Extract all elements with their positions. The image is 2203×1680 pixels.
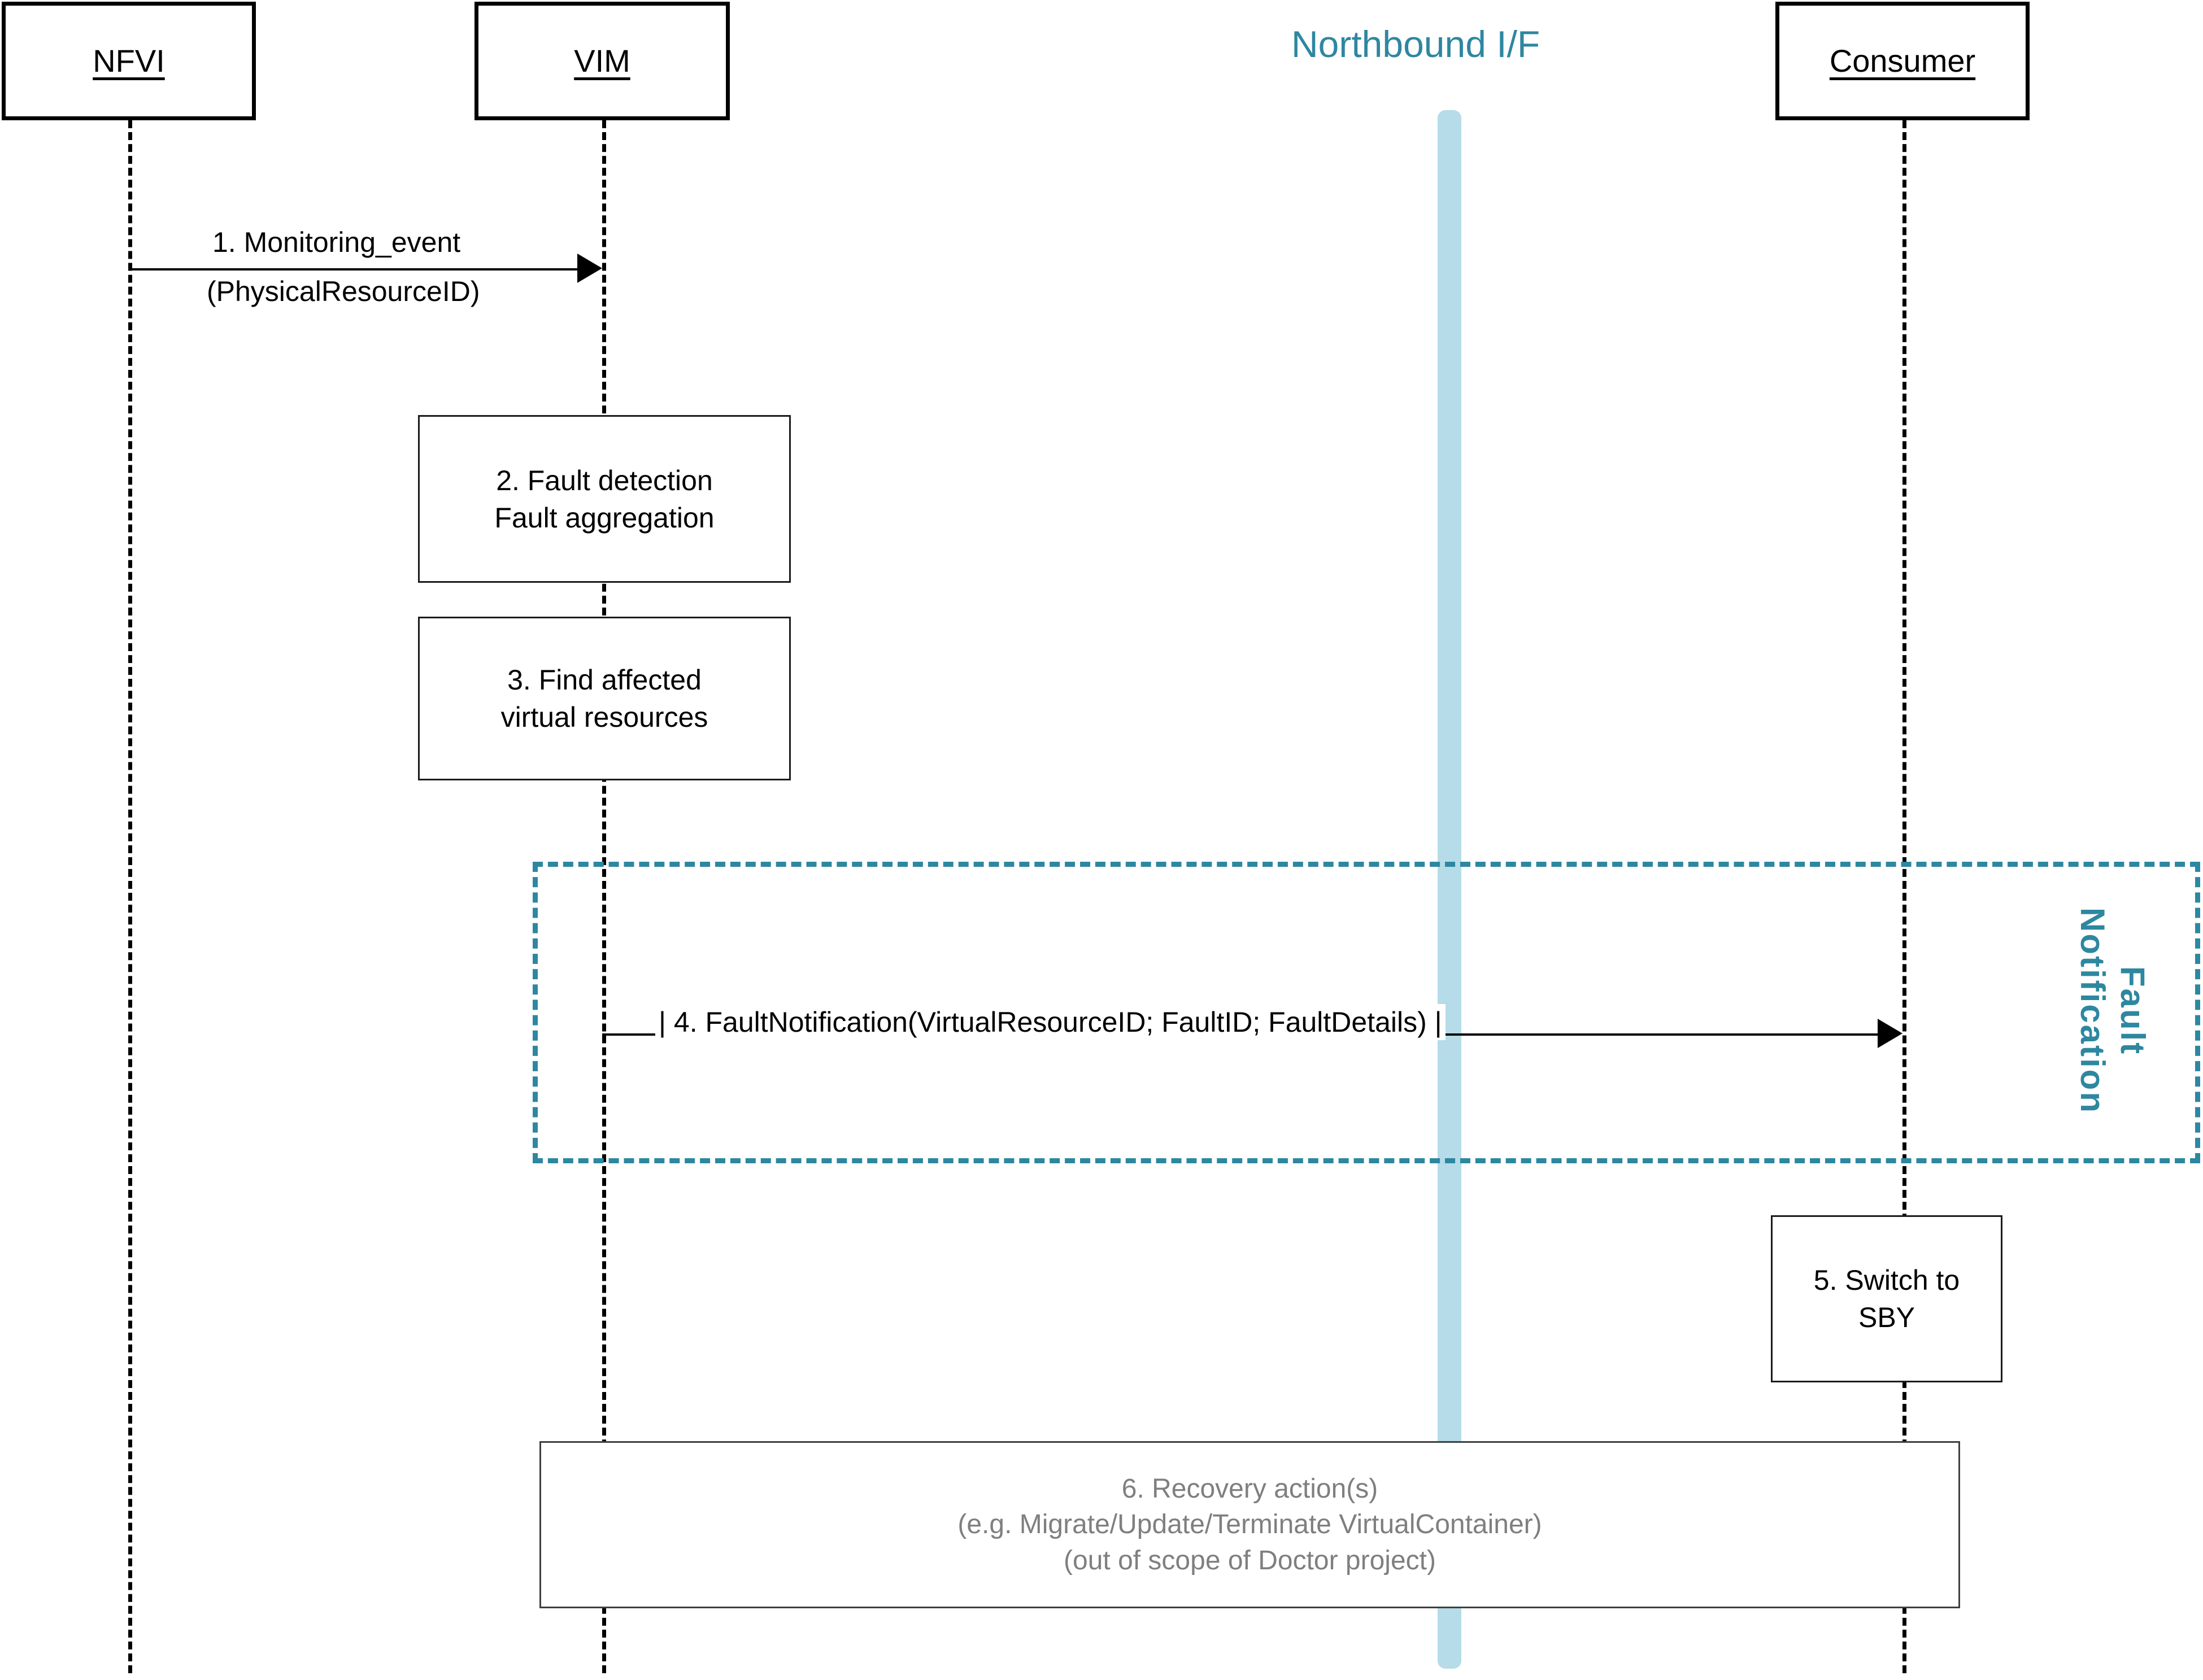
activity-5-line1: 5. Switch to bbox=[1813, 1264, 1960, 1296]
fault-notification-fragment-label: Fault Notification bbox=[2039, 892, 2152, 1129]
activity-3-line2: virtual resources bbox=[500, 701, 708, 733]
lifeline-vim bbox=[602, 120, 606, 1673]
actor-label-vim: VIM bbox=[574, 43, 630, 79]
northbound-interface-title: Northbound I/F bbox=[1291, 23, 1540, 65]
actor-box-vim[interactable]: VIM bbox=[474, 2, 730, 120]
northbound-interface-band bbox=[1438, 110, 1461, 1669]
message-1-label-line1: 1. Monitoring_event bbox=[209, 224, 464, 260]
activity-6-line2: (e.g. Migrate/Update/Terminate VirtualCo… bbox=[957, 1509, 1542, 1540]
message-4-label: | 4. FaultNotification(VirtualResourceID… bbox=[655, 1004, 1446, 1040]
message-1-line bbox=[128, 268, 586, 270]
activity-box-fault-detection[interactable]: 2. Fault detection Fault aggregation bbox=[418, 415, 791, 583]
activity-box-find-affected-resources[interactable]: 3. Find affected virtual resources bbox=[418, 617, 791, 780]
lifeline-nfvi bbox=[128, 120, 132, 1673]
fragment-label-line2: Notification bbox=[2074, 907, 2112, 1114]
lifeline-consumer bbox=[1902, 120, 1906, 1673]
activity-box-switch-to-sby[interactable]: 5. Switch to SBY bbox=[1771, 1215, 2002, 1382]
actor-label-consumer: Consumer bbox=[1829, 43, 1976, 79]
activity-3-line1: 3. Find affected bbox=[507, 664, 702, 696]
message-1-label-line2: (PhysicalResourceID) bbox=[203, 273, 484, 309]
activity-6-line3: (out of scope of Doctor project) bbox=[1064, 1545, 1436, 1576]
actor-box-consumer[interactable]: Consumer bbox=[1775, 2, 2030, 120]
fault-notification-fragment[interactable] bbox=[533, 862, 2200, 1163]
actor-box-nfvi[interactable]: NFVI bbox=[2, 2, 256, 120]
message-4-arrowhead bbox=[1878, 1019, 1902, 1048]
activity-box-recovery-actions[interactable]: 6. Recovery action(s) (e.g. Migrate/Upda… bbox=[539, 1441, 1960, 1608]
activity-2-line2: Fault aggregation bbox=[494, 501, 715, 534]
activity-5-line2: SBY bbox=[1858, 1302, 1915, 1333]
activity-6-line1: 6. Recovery action(s) bbox=[1121, 1473, 1378, 1504]
actor-label-nfvi: NFVI bbox=[93, 43, 165, 79]
activity-2-line1: 2. Fault detection bbox=[496, 464, 713, 496]
message-1-arrowhead bbox=[577, 254, 602, 283]
fragment-label-line1: Fault bbox=[2114, 966, 2152, 1056]
